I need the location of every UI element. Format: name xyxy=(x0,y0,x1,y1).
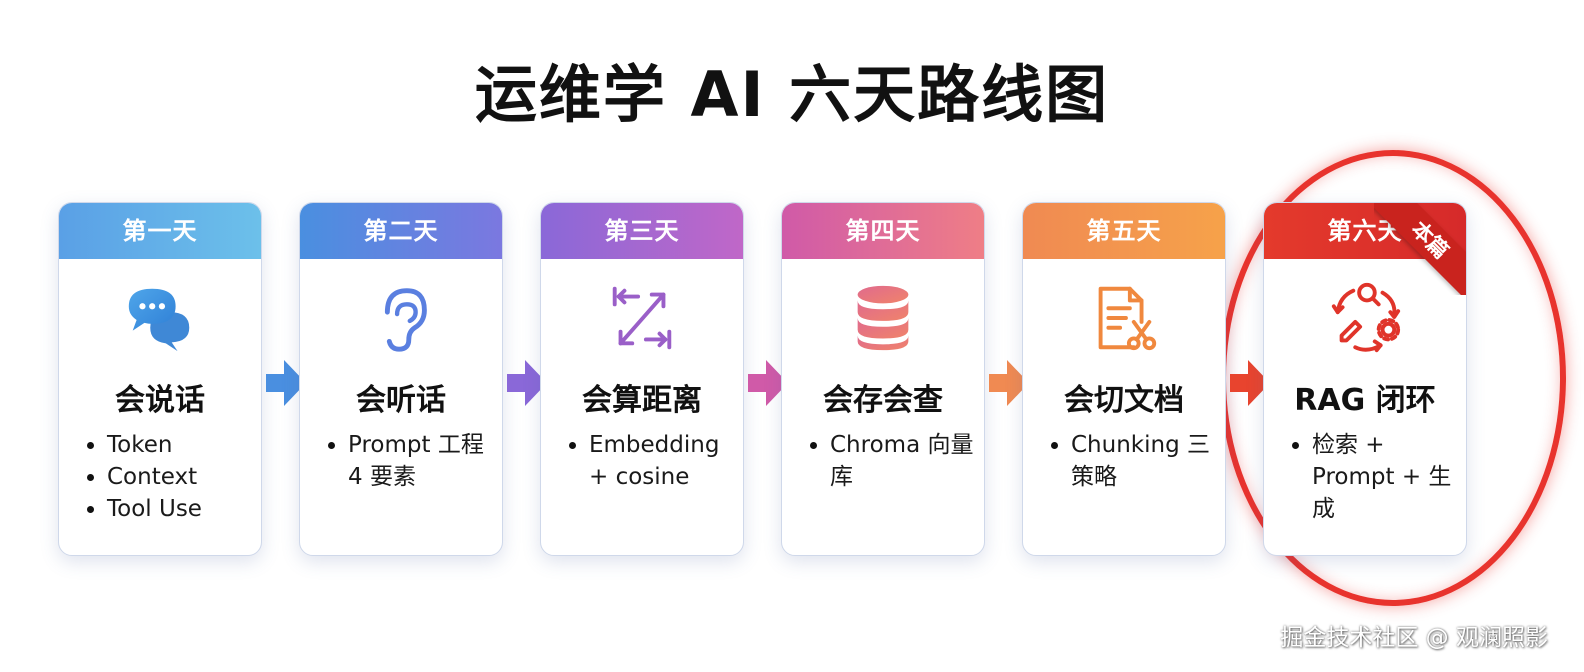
chat-bubbles-icon xyxy=(59,279,261,357)
flow-arrow-icon xyxy=(1230,358,1270,408)
bullet-list: Chroma 向量库 xyxy=(808,429,978,493)
flow-arrow-icon xyxy=(989,358,1029,408)
day-title: 会切文档 xyxy=(1064,383,1184,418)
page-title: 运维学 AI 六天路线图 xyxy=(474,58,1110,131)
watermark: 掘金技术社区 @ 观澜照影 xyxy=(1280,625,1548,651)
bullet-item: Embedding + cosine xyxy=(567,429,737,493)
day-card-5: 第五天 会切文档 Chunking 三策略 xyxy=(1022,202,1226,556)
day-title: 会算距离 xyxy=(582,383,702,418)
day-label: 第一天 xyxy=(59,203,261,259)
day-card-6: 第六天 本篇 RAG 闭环 检索 + Prompt + 生成 xyxy=(1263,202,1467,556)
day-title: 会说话 xyxy=(115,383,205,418)
bullet-item: Token xyxy=(85,429,255,461)
flow-arrow-icon xyxy=(266,358,306,408)
ear-icon xyxy=(300,279,502,357)
document-scissors-icon xyxy=(1023,279,1225,357)
day-card-2: 第二天 会听话 Prompt 工程 4 要素 xyxy=(299,202,503,556)
bullet-item: 检索 + Prompt + 生成 xyxy=(1290,429,1460,525)
day-card-3: 第三天 会算距离 Embedding + cosine xyxy=(540,202,744,556)
day-card-4: 第四天 会存会查 Chroma 向量库 xyxy=(781,202,985,556)
day-label: 第四天 xyxy=(782,203,984,259)
day-label: 第二天 xyxy=(300,203,502,259)
rag-cycle-icon xyxy=(1264,279,1466,357)
distance-arrows-icon xyxy=(541,279,743,357)
bullet-list: Token Context Tool Use xyxy=(85,429,255,525)
flow-arrow-icon xyxy=(507,358,547,408)
bullet-item: Tool Use xyxy=(85,493,255,525)
bullet-list: Chunking 三策略 xyxy=(1049,429,1219,493)
bullet-item: Chroma 向量库 xyxy=(808,429,978,493)
day-label: 第五天 xyxy=(1023,203,1225,259)
day-label: 第三天 xyxy=(541,203,743,259)
bullet-item: Chunking 三策略 xyxy=(1049,429,1219,493)
bullet-list: Prompt 工程 4 要素 xyxy=(326,429,496,493)
day-title: 会听话 xyxy=(356,383,446,418)
day-title: RAG 闭环 xyxy=(1294,383,1436,418)
bullet-list: Embedding + cosine xyxy=(567,429,737,493)
bullet-list: 检索 + Prompt + 生成 xyxy=(1290,429,1460,525)
day-card-1: 第一天 会说话 Token Context Tool Use xyxy=(58,202,262,556)
bullet-item: Context xyxy=(85,461,255,493)
flow-arrow-icon xyxy=(748,358,788,408)
database-icon xyxy=(782,279,984,357)
bullet-item: Prompt 工程 4 要素 xyxy=(326,429,496,493)
day-title: 会存会查 xyxy=(823,383,943,418)
